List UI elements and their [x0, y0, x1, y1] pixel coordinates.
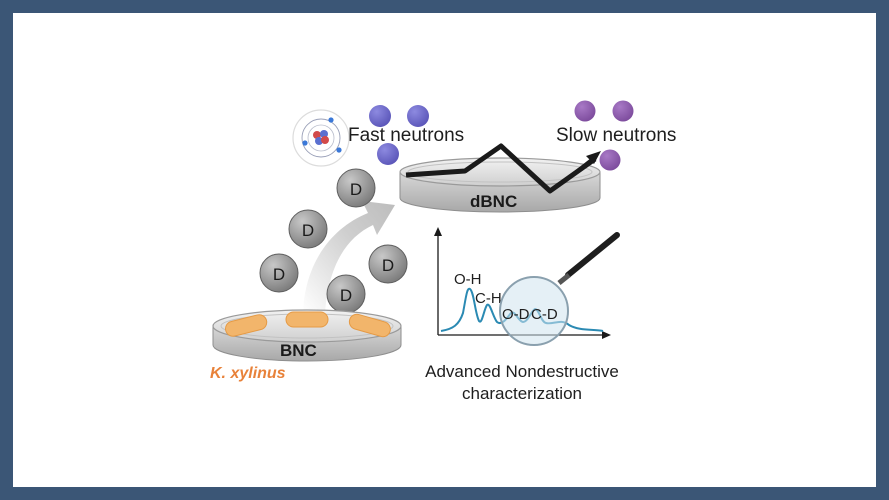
organism-label: K. xylinus	[210, 365, 286, 382]
deuterium-atom: D	[326, 274, 366, 314]
svg-text:D: D	[273, 265, 285, 284]
fast-neutron	[369, 105, 391, 127]
process-arrow	[303, 201, 395, 313]
peak-cd-label: C-D	[531, 306, 558, 323]
fast-neutron	[407, 105, 429, 127]
caption-line-1: Advanced Nondestructive	[425, 362, 619, 381]
svg-text:D: D	[350, 180, 362, 199]
fast-neutron	[377, 143, 399, 165]
deuterium-atom: D	[259, 253, 299, 293]
slow-neutron	[599, 149, 621, 171]
slow-neutron	[612, 100, 634, 122]
deuterium-atom: D	[336, 168, 376, 208]
slow-neutron	[574, 100, 596, 122]
atom-icon	[292, 109, 350, 167]
bacteria-cell	[285, 311, 329, 328]
fast-neutrons-label: Fast neutrons	[348, 125, 464, 146]
dbnc-dish	[399, 157, 601, 213]
deuterium-atom: D	[288, 209, 328, 249]
peak-ch-label: C-H	[475, 290, 502, 307]
svg-text:D: D	[302, 221, 314, 240]
slow-neutrons-label: Slow neutrons	[556, 125, 676, 146]
peak-od-label: O-D	[502, 306, 530, 323]
neutron-path	[405, 143, 597, 194]
svg-text:D: D	[382, 256, 394, 275]
caption-line-2: characterization	[462, 384, 582, 403]
arrow-head-icon	[586, 151, 601, 164]
bnc-label: BNC	[280, 341, 317, 360]
deuterium-atom: D	[368, 244, 408, 284]
bacteria-cell	[225, 314, 268, 337]
figure-panel: Fast neutrons Slow neutrons dBNC D D D D…	[13, 13, 876, 487]
magnifier-icon	[499, 232, 620, 346]
diagram-canvas: Fast neutrons Slow neutrons dBNC D D D D…	[210, 100, 676, 403]
bacteria-cell	[348, 313, 391, 338]
peak-oh-label: O-H	[454, 271, 482, 288]
dbnc-label: dBNC	[470, 192, 517, 211]
svg-text:D: D	[340, 286, 352, 305]
